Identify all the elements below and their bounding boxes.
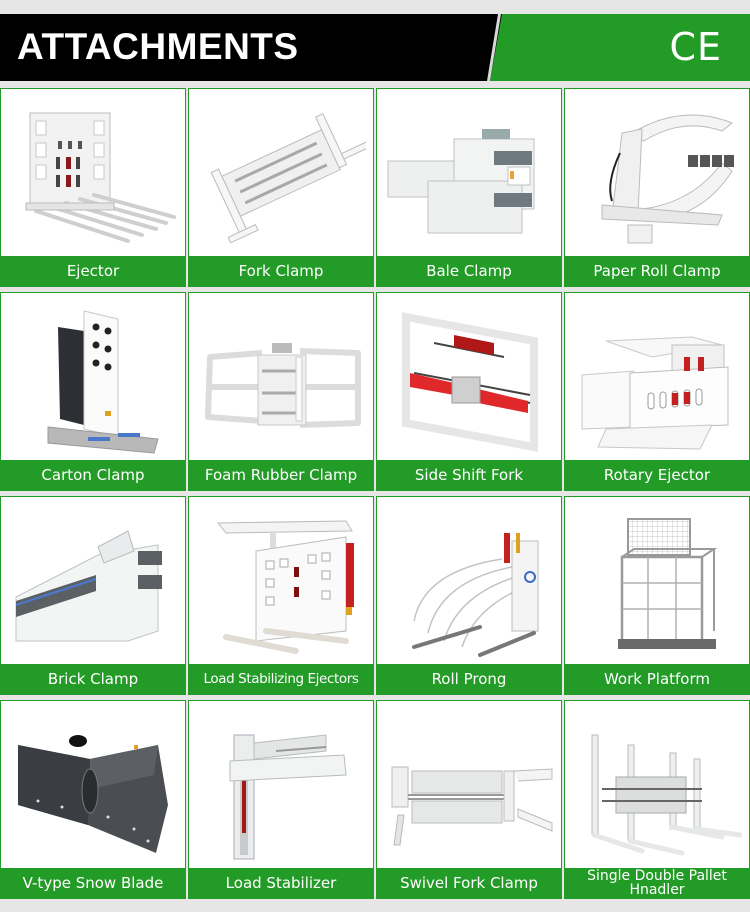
product-label: Swivel Fork Clamp: [377, 868, 561, 898]
product-label: Side Shift Fork: [377, 460, 561, 490]
product-label: Single Double Pallet Hnadler: [565, 868, 749, 898]
foam-rubber-clamp-image: [189, 293, 373, 461]
product-card-bale-clamp[interactable]: Bale Clamp: [376, 88, 562, 287]
ejector-image: [1, 89, 185, 257]
product-card-roll-prong[interactable]: Roll Prong: [376, 496, 562, 695]
product-label: Rotary Ejector: [565, 460, 749, 490]
product-label: Roll Prong: [377, 664, 561, 694]
product-label: Foam Rubber Clamp: [189, 460, 373, 490]
paper-roll-clamp-image: [565, 89, 749, 257]
product-card-v-type-snow-blade[interactable]: V-type Snow Blade: [0, 700, 186, 899]
product-label: Load Stabilizer: [189, 868, 373, 898]
single-double-pallet-handler-image: [565, 701, 749, 869]
swivel-fork-clamp-image: [377, 701, 561, 869]
v-type-snow-blade-image: [1, 701, 185, 869]
work-platform-image: [565, 497, 749, 665]
fork-clamp-image: [189, 89, 373, 257]
carton-clamp-image: [1, 293, 185, 461]
product-card-side-shift-fork[interactable]: Side Shift Fork: [376, 292, 562, 491]
rotary-ejector-image: [565, 293, 749, 461]
load-stabilizing-ejectors-image: [189, 497, 373, 665]
product-card-single-double-pallet-handler[interactable]: Single Double Pallet Hnadler: [564, 700, 750, 899]
product-card-carton-clamp[interactable]: Carton Clamp: [0, 292, 186, 491]
product-row: Ejector Fork Clamp Bale Clamp: [0, 88, 750, 287]
product-label: V-type Snow Blade: [1, 868, 185, 898]
product-label: Carton Clamp: [1, 460, 185, 490]
product-row: Carton Clamp Foam Rubber Clamp: [0, 292, 750, 491]
product-card-paper-roll-clamp[interactable]: Paper Roll Clamp: [564, 88, 750, 287]
page-title: ATTACHMENTS: [17, 26, 299, 67]
header-banner: ATTACHMENTS CE: [0, 14, 750, 81]
ce-mark-icon: CE: [669, 25, 722, 69]
product-card-load-stabilizing-ejectors[interactable]: Load Stabilizing Ejectors: [188, 496, 374, 695]
bale-clamp-image: [377, 89, 561, 257]
product-card-brick-clamp[interactable]: Brick Clamp: [0, 496, 186, 695]
roll-prong-image: [377, 497, 561, 665]
product-label: Ejector: [1, 256, 185, 286]
side-shift-fork-image: [377, 293, 561, 461]
product-card-load-stabilizer[interactable]: Load Stabilizer: [188, 700, 374, 899]
product-label: Paper Roll Clamp: [565, 256, 749, 286]
brick-clamp-image: [1, 497, 185, 665]
product-label: Brick Clamp: [1, 664, 185, 694]
product-card-swivel-fork-clamp[interactable]: Swivel Fork Clamp: [376, 700, 562, 899]
product-row: Brick Clamp Load Stabilizing Ejectors: [0, 496, 750, 695]
product-card-rotary-ejector[interactable]: Rotary Ejector: [564, 292, 750, 491]
product-label: Work Platform: [565, 664, 749, 694]
product-card-work-platform[interactable]: Work Platform: [564, 496, 750, 695]
product-label: Fork Clamp: [189, 256, 373, 286]
product-label: Bale Clamp: [377, 256, 561, 286]
product-label: Load Stabilizing Ejectors: [189, 664, 373, 694]
load-stabilizer-image: [189, 701, 373, 869]
product-card-foam-rubber-clamp[interactable]: Foam Rubber Clamp: [188, 292, 374, 491]
product-card-fork-clamp[interactable]: Fork Clamp: [188, 88, 374, 287]
product-card-ejector[interactable]: Ejector: [0, 88, 186, 287]
banner-green-panel: [490, 14, 750, 81]
product-row: V-type Snow Blade Load Stabilizer: [0, 700, 750, 899]
